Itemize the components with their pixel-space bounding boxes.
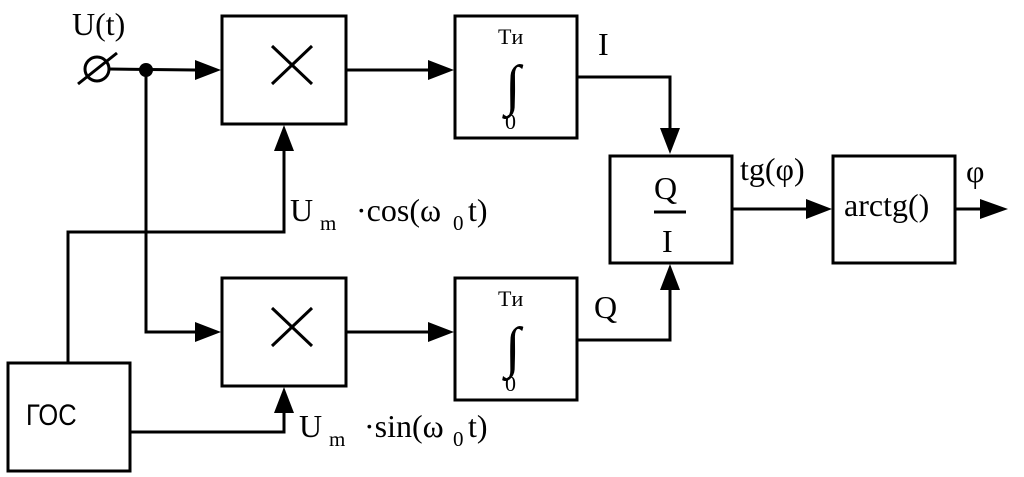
integrator-top-block [453,14,579,140]
arrow-output [980,199,1008,219]
integrator-top-upper-limit: Tи [498,24,523,49]
arrow-to-arctg [806,199,832,219]
terminal-slash [77,51,118,86]
integrator-top-lower-limit: 0 [505,109,516,134]
arctg-block [831,154,957,265]
svg-text:0: 0 [453,427,464,451]
cos-reference-label: U m ·cos(ω 0 t) [290,192,488,235]
divider-block [608,154,734,265]
integrator-bottom-block [453,276,579,402]
oscillator-block [6,361,132,473]
signal-Q-label: Q [594,289,617,325]
wire-I-to-divider [577,75,672,128]
signal-tg-label: tg(φ) [740,151,805,187]
svg-text:·cos(ω: ·cos(ω [356,192,441,228]
arrow-Q-into-divider [660,264,680,290]
multiply-icon [270,306,314,348]
wire-cos-reference [66,151,286,363]
oscillator-label: ГОС [26,398,77,431]
multiplier-bottom-block [220,276,348,388]
svg-text:U: U [299,408,322,444]
divider-numerator: Q [654,170,677,206]
input-branch-wire [144,70,195,334]
arctg-label: arctg() [844,187,929,223]
arrow-to-integrator-bottom [428,322,454,342]
svg-text:m: m [329,427,345,451]
svg-text:t): t) [468,192,488,228]
wire-Q-to-divider [577,290,672,342]
arrow-sin-into-mult [274,387,294,413]
svg-text:t): t) [468,408,488,444]
integral-sign-icon: ∫ [502,317,524,382]
integrator-bottom-upper-limit: Tи [498,286,523,311]
multiplier-top-block [220,14,348,126]
svg-text:0: 0 [453,211,464,235]
output-phi-label: φ [966,153,984,189]
signal-I-label: I [598,26,609,62]
arrow-to-mult-top [195,60,221,80]
integral-sign-icon: ∫ [502,55,524,120]
divider-denominator: I [662,223,673,259]
arrow-to-mult-bottom [195,322,221,342]
svg-text:m: m [320,211,336,235]
svg-text:U: U [290,192,313,228]
arrow-to-integrator-top [428,60,454,80]
arrow-I-into-divider [660,128,680,154]
multiply-icon [270,44,314,86]
input-label: U(t) [72,6,125,42]
wire-sin-reference [130,413,286,434]
svg-text:·sin(ω: ·sin(ω [364,408,444,444]
arrow-cos-into-mult [274,125,294,151]
integrator-bottom-lower-limit: 0 [505,371,516,396]
sin-reference-label: U m ·sin(ω 0 t) [299,408,488,451]
